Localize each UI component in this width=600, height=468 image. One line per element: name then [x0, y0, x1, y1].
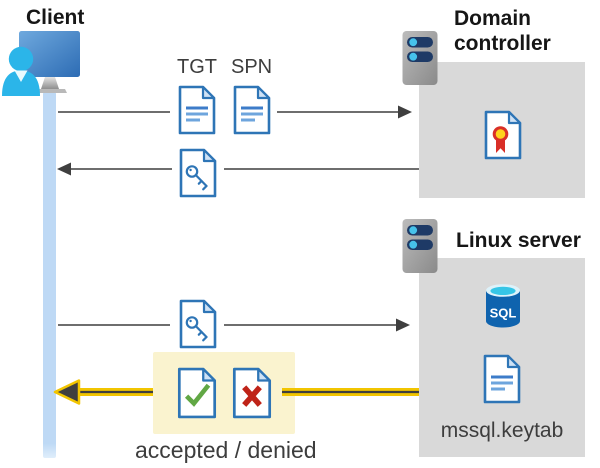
arrowhead-right-icon — [396, 318, 410, 332]
client-timeline-bar — [43, 92, 56, 458]
arrow-dc-to-client — [57, 162, 419, 176]
arrow-client-to-linux — [58, 318, 410, 332]
seal-icon — [492, 126, 509, 142]
keytab-document-icon — [483, 354, 521, 404]
yellow-arrowhead-left-icon — [53, 379, 81, 405]
arrowhead-right-icon — [398, 105, 412, 119]
linux-server-icon — [402, 219, 438, 273]
result-label: accepted / denied — [135, 437, 317, 463]
key-ticket-document-icon — [179, 148, 217, 198]
result-highlight-box — [153, 352, 295, 434]
monitor-base — [33, 89, 67, 93]
sql-label: SQL — [490, 306, 517, 321]
arrow-client-to-dc — [58, 105, 412, 119]
tgt-ticket-document-icon — [178, 85, 216, 135]
monitor-icon — [19, 31, 80, 77]
spn-ticket-document-icon — [233, 85, 271, 135]
user-icon — [2, 46, 40, 96]
domain-controller-server-icon — [402, 31, 438, 85]
ribbon-icon — [496, 139, 505, 153]
monitor-stand — [41, 77, 59, 89]
key-icon — [185, 316, 208, 342]
linux-server-label: Linux server — [456, 229, 581, 252]
key-ticket-document-icon — [179, 299, 217, 349]
certificate-document-icon — [484, 110, 522, 160]
keytab-label: mssql.keytab — [440, 419, 564, 442]
denied-document-icon — [232, 367, 272, 419]
x-icon — [242, 385, 262, 407]
tgt-label: TGT — [177, 56, 217, 78]
arrowhead-left-icon — [57, 162, 71, 176]
client-label: Client — [26, 6, 85, 29]
key-icon — [185, 165, 208, 191]
client-workstation-icon — [2, 31, 80, 96]
check-icon — [184, 383, 211, 407]
spn-label: SPN — [231, 56, 273, 78]
accepted-document-icon — [177, 367, 217, 419]
sql-database-icon: SQL — [486, 284, 520, 328]
arrow-linux-to-client-yellow — [53, 379, 419, 405]
domain-controller-label: Domain controller — [454, 7, 551, 55]
